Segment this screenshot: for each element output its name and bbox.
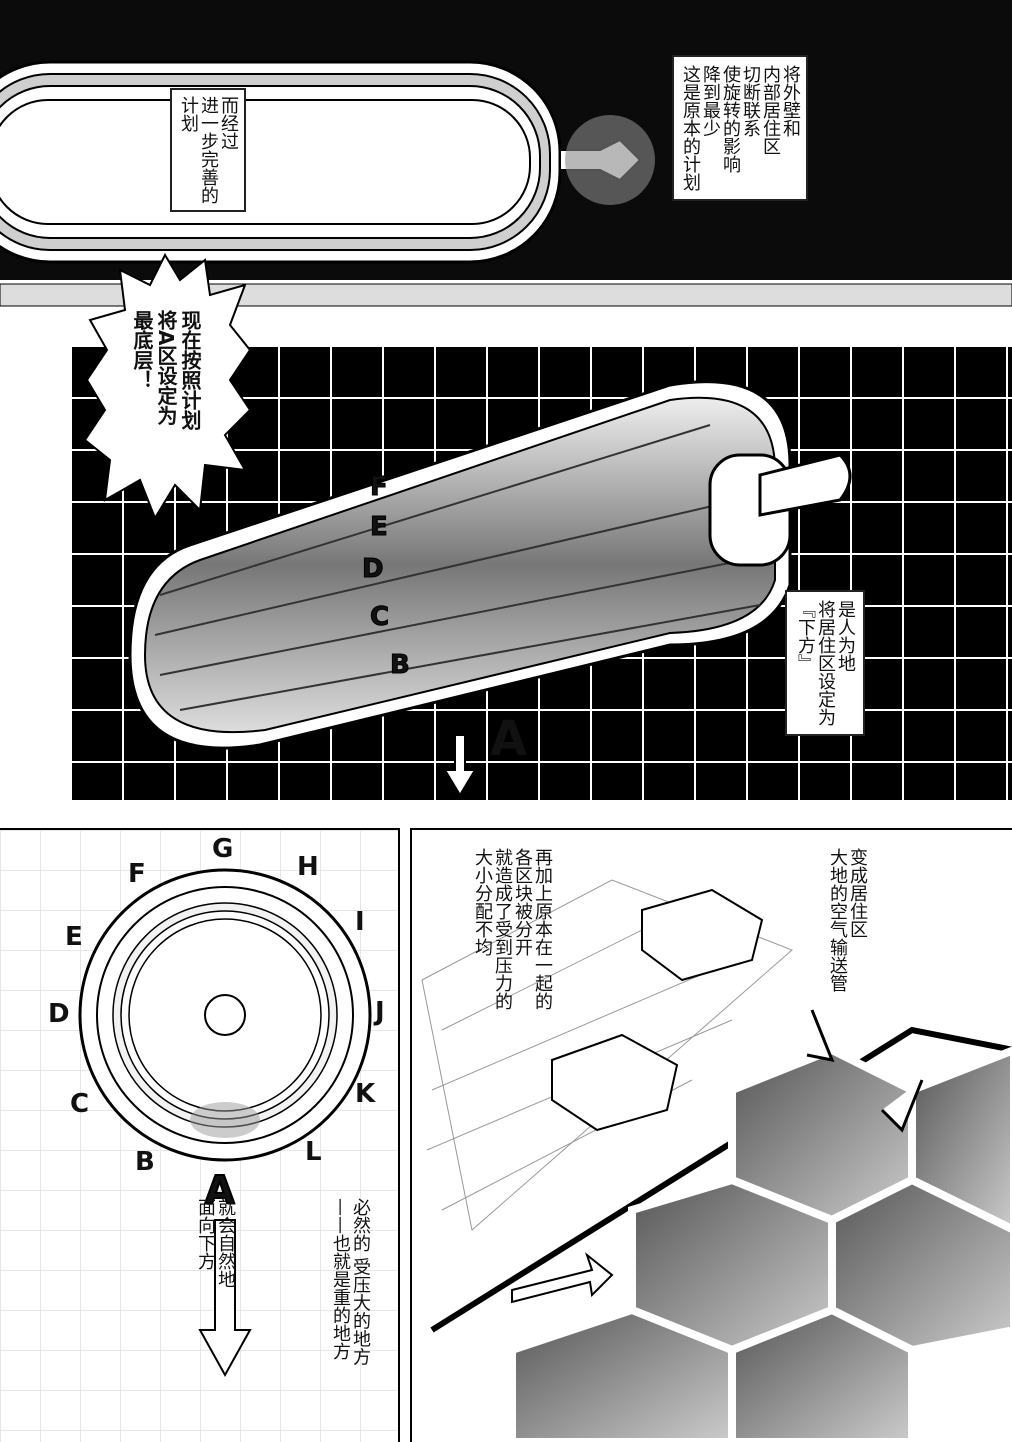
cylinder-label-e: E	[370, 512, 388, 542]
narration-line: ——也就是重的地方	[330, 1198, 351, 1360]
panel-4: 变成居住区 大地的空气输送管 再加上原本在一起的 各区块被分开 就造成了受到压力…	[410, 828, 1012, 1442]
ring-label-j: J	[373, 997, 385, 1027]
narration-air-pipe: 变成居住区 大地的空气输送管	[827, 848, 868, 992]
narration-line: 就造成了受到压力的	[492, 848, 513, 1010]
ring-label-k: K	[355, 1079, 376, 1109]
panel-3: G H I J K L A B C D E F 就会自然地 面向下方 必然的 受…	[0, 828, 400, 1442]
narration-box-improved-plan: 而经过 进一步完善的 计划	[170, 88, 246, 212]
narration-line: 变成居住区	[847, 848, 868, 938]
narration-line: 是人为地	[835, 600, 856, 672]
ring-label-f: F	[128, 859, 146, 889]
city-and-hexagon-ground-illustration	[421, 879, 1012, 1442]
narration-line: 面向下方	[195, 1198, 216, 1270]
ring-label-d: D	[48, 999, 70, 1029]
narration-line: 各区块被分开	[512, 848, 533, 956]
narration-line: 就会自然地	[215, 1198, 236, 1288]
narration-box-artificial-down: 是人为地 将居住区设定为 『下方』	[785, 590, 865, 736]
narration-heavy-place: 必然的 受压大的地方 ——也就是重的地方	[330, 1198, 371, 1366]
shout-line: 最底层！	[130, 310, 154, 390]
cylinder-label-c: C	[370, 602, 389, 632]
narration-line: 大小分配不均	[472, 848, 493, 956]
shout-line: 将A区设定为	[154, 310, 178, 426]
narration-line: 大地的空气输送管	[827, 848, 848, 992]
cylinder-labels: F E D C B A	[362, 472, 528, 768]
ring-label-c: C	[70, 1089, 89, 1119]
cylinder-label-d: D	[362, 554, 384, 584]
narration-face-down: 就会自然地 面向下方	[195, 1198, 236, 1288]
ring-label-b: B	[135, 1147, 155, 1177]
narration-line: 将居住区设定为	[815, 600, 836, 726]
narration-line: 而经过	[218, 96, 239, 150]
narration-line: 进一步完善的	[198, 96, 219, 204]
panel-2: F E D C B A 是人为地 将居住区设定为 『下方』	[70, 345, 1012, 800]
narration-line: 这是原本的计划	[680, 65, 701, 191]
ring-label-e: E	[65, 922, 83, 952]
narration-line: 必然的 受压大的地方	[350, 1198, 371, 1366]
shout-line: 现在按照计划	[178, 310, 202, 430]
ring-label-a: A	[205, 1168, 235, 1212]
ring-label-l: L	[305, 1137, 322, 1167]
narration-line: 内部居住区	[760, 65, 781, 155]
narration-line: 降到最少	[700, 65, 721, 137]
arrow-label-a: A	[490, 711, 527, 767]
space-station-capsule-illustration	[0, 60, 1012, 320]
ring-label-g: G	[212, 834, 233, 864]
cylinder-label-f: F	[370, 472, 388, 502]
narration-line: 使旋转的影响	[720, 65, 741, 173]
narration-line: 再加上原本在一起的	[532, 848, 553, 1010]
cylinder-label-b: B	[390, 650, 410, 680]
narration-line: 切断联系	[740, 65, 761, 137]
narration-line: 『下方』	[795, 600, 816, 672]
ring-label-h: H	[297, 852, 319, 882]
narration-uneven-pressure: 再加上原本在一起的 各区块被分开 就造成了受到压力的 大小分配不均	[472, 848, 553, 1010]
panel-1: 将外壁和 内部居住区 切断联系 使旋转的影响 降到最少 这是原本的计划 而经过 …	[0, 0, 1012, 320]
narration-box-original-plan: 将外壁和 内部居住区 切断联系 使旋转的影响 降到最少 这是原本的计划	[672, 55, 808, 201]
cross-section-diagram: G H I J K L A B C D E F	[48, 834, 385, 1378]
narration-line: 将外壁和	[780, 65, 801, 137]
narration-line: 计划	[178, 96, 199, 132]
ring-label-i: I	[355, 907, 365, 937]
shout-burst: 现在按照计划 将A区设定为 最底层！	[85, 250, 250, 520]
cylinder-colony-illustration	[128, 380, 852, 797]
